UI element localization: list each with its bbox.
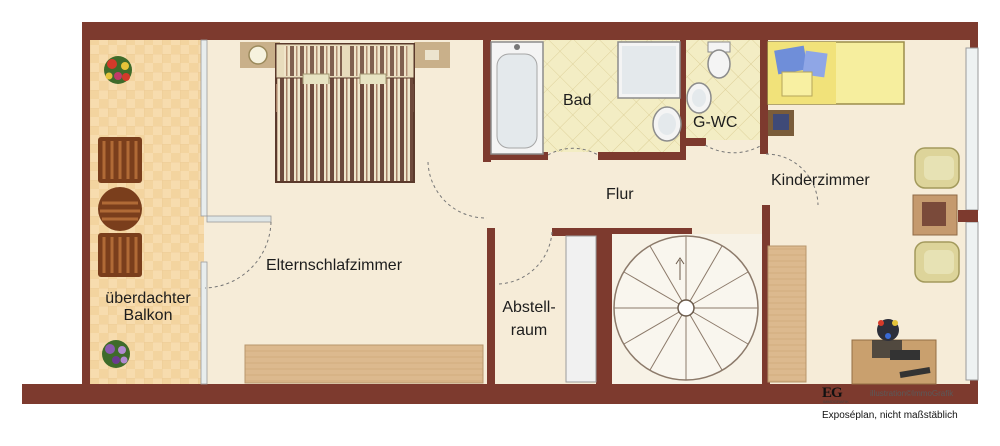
spiral-staircase [612, 234, 762, 384]
label-bathroom: Bad [563, 92, 592, 109]
balcony-flowers-bottom [102, 340, 130, 368]
shower [617, 41, 681, 99]
lamp-left-icon [248, 45, 268, 65]
balcony-window-lower [200, 261, 208, 385]
wall-wc-bottom [686, 138, 706, 146]
wardrobe [244, 344, 484, 384]
desk-chair [877, 319, 899, 341]
window-right-lower [965, 221, 979, 381]
wall-wc-right [760, 40, 768, 154]
wall-bath-wc [680, 40, 686, 160]
label-storage-line2: raum [510, 322, 548, 339]
armchair-bottom [914, 241, 960, 283]
label-guest-wc: G-WC [693, 114, 738, 131]
balcony-chair-top [98, 137, 142, 183]
balcony-window-upper [200, 39, 208, 217]
kids-bed [767, 41, 905, 105]
wall-bath-bottom-a [491, 152, 548, 160]
balcony-door-leaf [206, 215, 272, 223]
wall-stairs-left [596, 228, 612, 384]
storage-shelf [565, 235, 597, 383]
wall-bath-left [483, 40, 491, 162]
balcony-table [98, 187, 142, 231]
wc-sink [686, 82, 712, 114]
wall-storage-top [552, 228, 612, 236]
bedroom-door-swing [427, 161, 488, 219]
armchair-top [914, 147, 960, 189]
wall-bath-bottom-b [598, 152, 684, 160]
bath-sink [652, 106, 682, 142]
balcony-chair-bottom [98, 233, 142, 277]
balcony-flowers-top [104, 56, 132, 84]
wc-toilet [707, 41, 731, 79]
label-balcony-line1: überdachter [105, 290, 191, 307]
illustration-credit: illustration©ImmoGrafik [870, 389, 954, 398]
wall-storage-left [487, 228, 495, 384]
kids-wardrobe [767, 245, 807, 383]
kids-book-icon [773, 114, 789, 130]
label-balcony-line2: Balkon [123, 307, 173, 324]
window-right-upper [965, 47, 979, 211]
immografik-logo: EG [822, 385, 843, 401]
label-kids-room: Kinderzimmer [771, 172, 870, 189]
bath-door-swing [547, 147, 599, 156]
wc-door-swing [704, 144, 763, 154]
wall-right-pier [958, 210, 978, 222]
wall-bottom [22, 384, 978, 404]
label-storage-line1: Abstell- [502, 299, 556, 316]
wall-kids-left [762, 205, 770, 385]
bathtub [490, 41, 544, 155]
wall-stairs-top [612, 228, 692, 234]
label-master-bedroom: Elternschlafzimmer [266, 257, 403, 274]
plan-caption: Exposéplan, nicht maßstäblich [822, 410, 958, 421]
wall-top [82, 22, 978, 40]
desk [851, 339, 937, 385]
label-hallway: Flur [606, 186, 634, 203]
nightstand-object [425, 50, 439, 60]
wall-left [82, 22, 90, 386]
balcony-door-swing [204, 221, 272, 289]
double-bed [275, 43, 415, 183]
side-table [912, 194, 958, 236]
immografik-logo-sub: IMMOGRAFIK [823, 399, 849, 404]
storage-door-swing [497, 231, 553, 285]
